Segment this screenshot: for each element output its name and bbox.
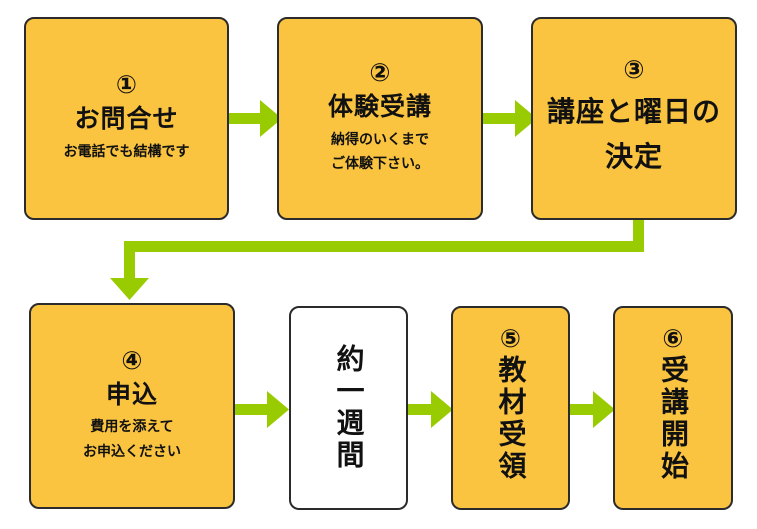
description-line: 費用を添えて (90, 419, 174, 436)
arrow-3-to-4 (110, 219, 644, 300)
step-description: お電話でも結構です (63, 144, 190, 161)
step-4-application: ④ 申込 費用を添えて お申込ください (29, 303, 235, 509)
title-line: 講座と曜日の (546, 95, 721, 129)
step-number: ① (115, 70, 138, 100)
step-1-inquiry: ① お問合せ お電話でも結構です (24, 17, 229, 220)
description-line: お申込ください (83, 443, 181, 460)
wait-one-week: 約一週間 (289, 306, 408, 510)
step-title: お問合せ (74, 104, 179, 134)
step-title: 教材受領 (494, 355, 528, 483)
step-description: 費用を添えて お申込ください (83, 415, 181, 464)
step-6-start-lessons: ⑥ 受講開始 (613, 306, 733, 510)
arrow-week-to-5 (408, 391, 453, 428)
arrow-1-to-2 (229, 100, 282, 137)
description-line: 納得のいくまで (331, 131, 429, 148)
step-title: 申込 (105, 379, 158, 409)
step-number: ⑥ (662, 324, 684, 353)
step-3-course-decision: ③ 講座と曜日の 決定 (531, 17, 737, 220)
step-number: ④ (121, 345, 143, 375)
step-number: ⑤ (499, 324, 522, 353)
step-number: ③ (623, 55, 645, 85)
arrow-5-to-6 (570, 391, 615, 428)
arrow-4-to-week (235, 391, 289, 428)
step-5-receive-materials: ⑤ 教材受領 (451, 306, 570, 510)
step-2-trial-lesson: ② 体験受講 納得のいくまで ご体験下さい。 (277, 17, 483, 220)
step-title: 講座と曜日の 決定 (547, 90, 721, 180)
description-line: ご体験下さい。 (331, 156, 429, 173)
step-title: 体験受講 (327, 92, 432, 122)
step-description: 納得のいくまで ご体験下さい。 (331, 128, 429, 177)
title-line: 決定 (604, 140, 663, 173)
step-number: ② (369, 58, 391, 88)
wait-label: 約一週間 (332, 344, 366, 472)
step-title: 受講開始 (657, 355, 690, 483)
arrow-2-to-3 (483, 100, 537, 137)
